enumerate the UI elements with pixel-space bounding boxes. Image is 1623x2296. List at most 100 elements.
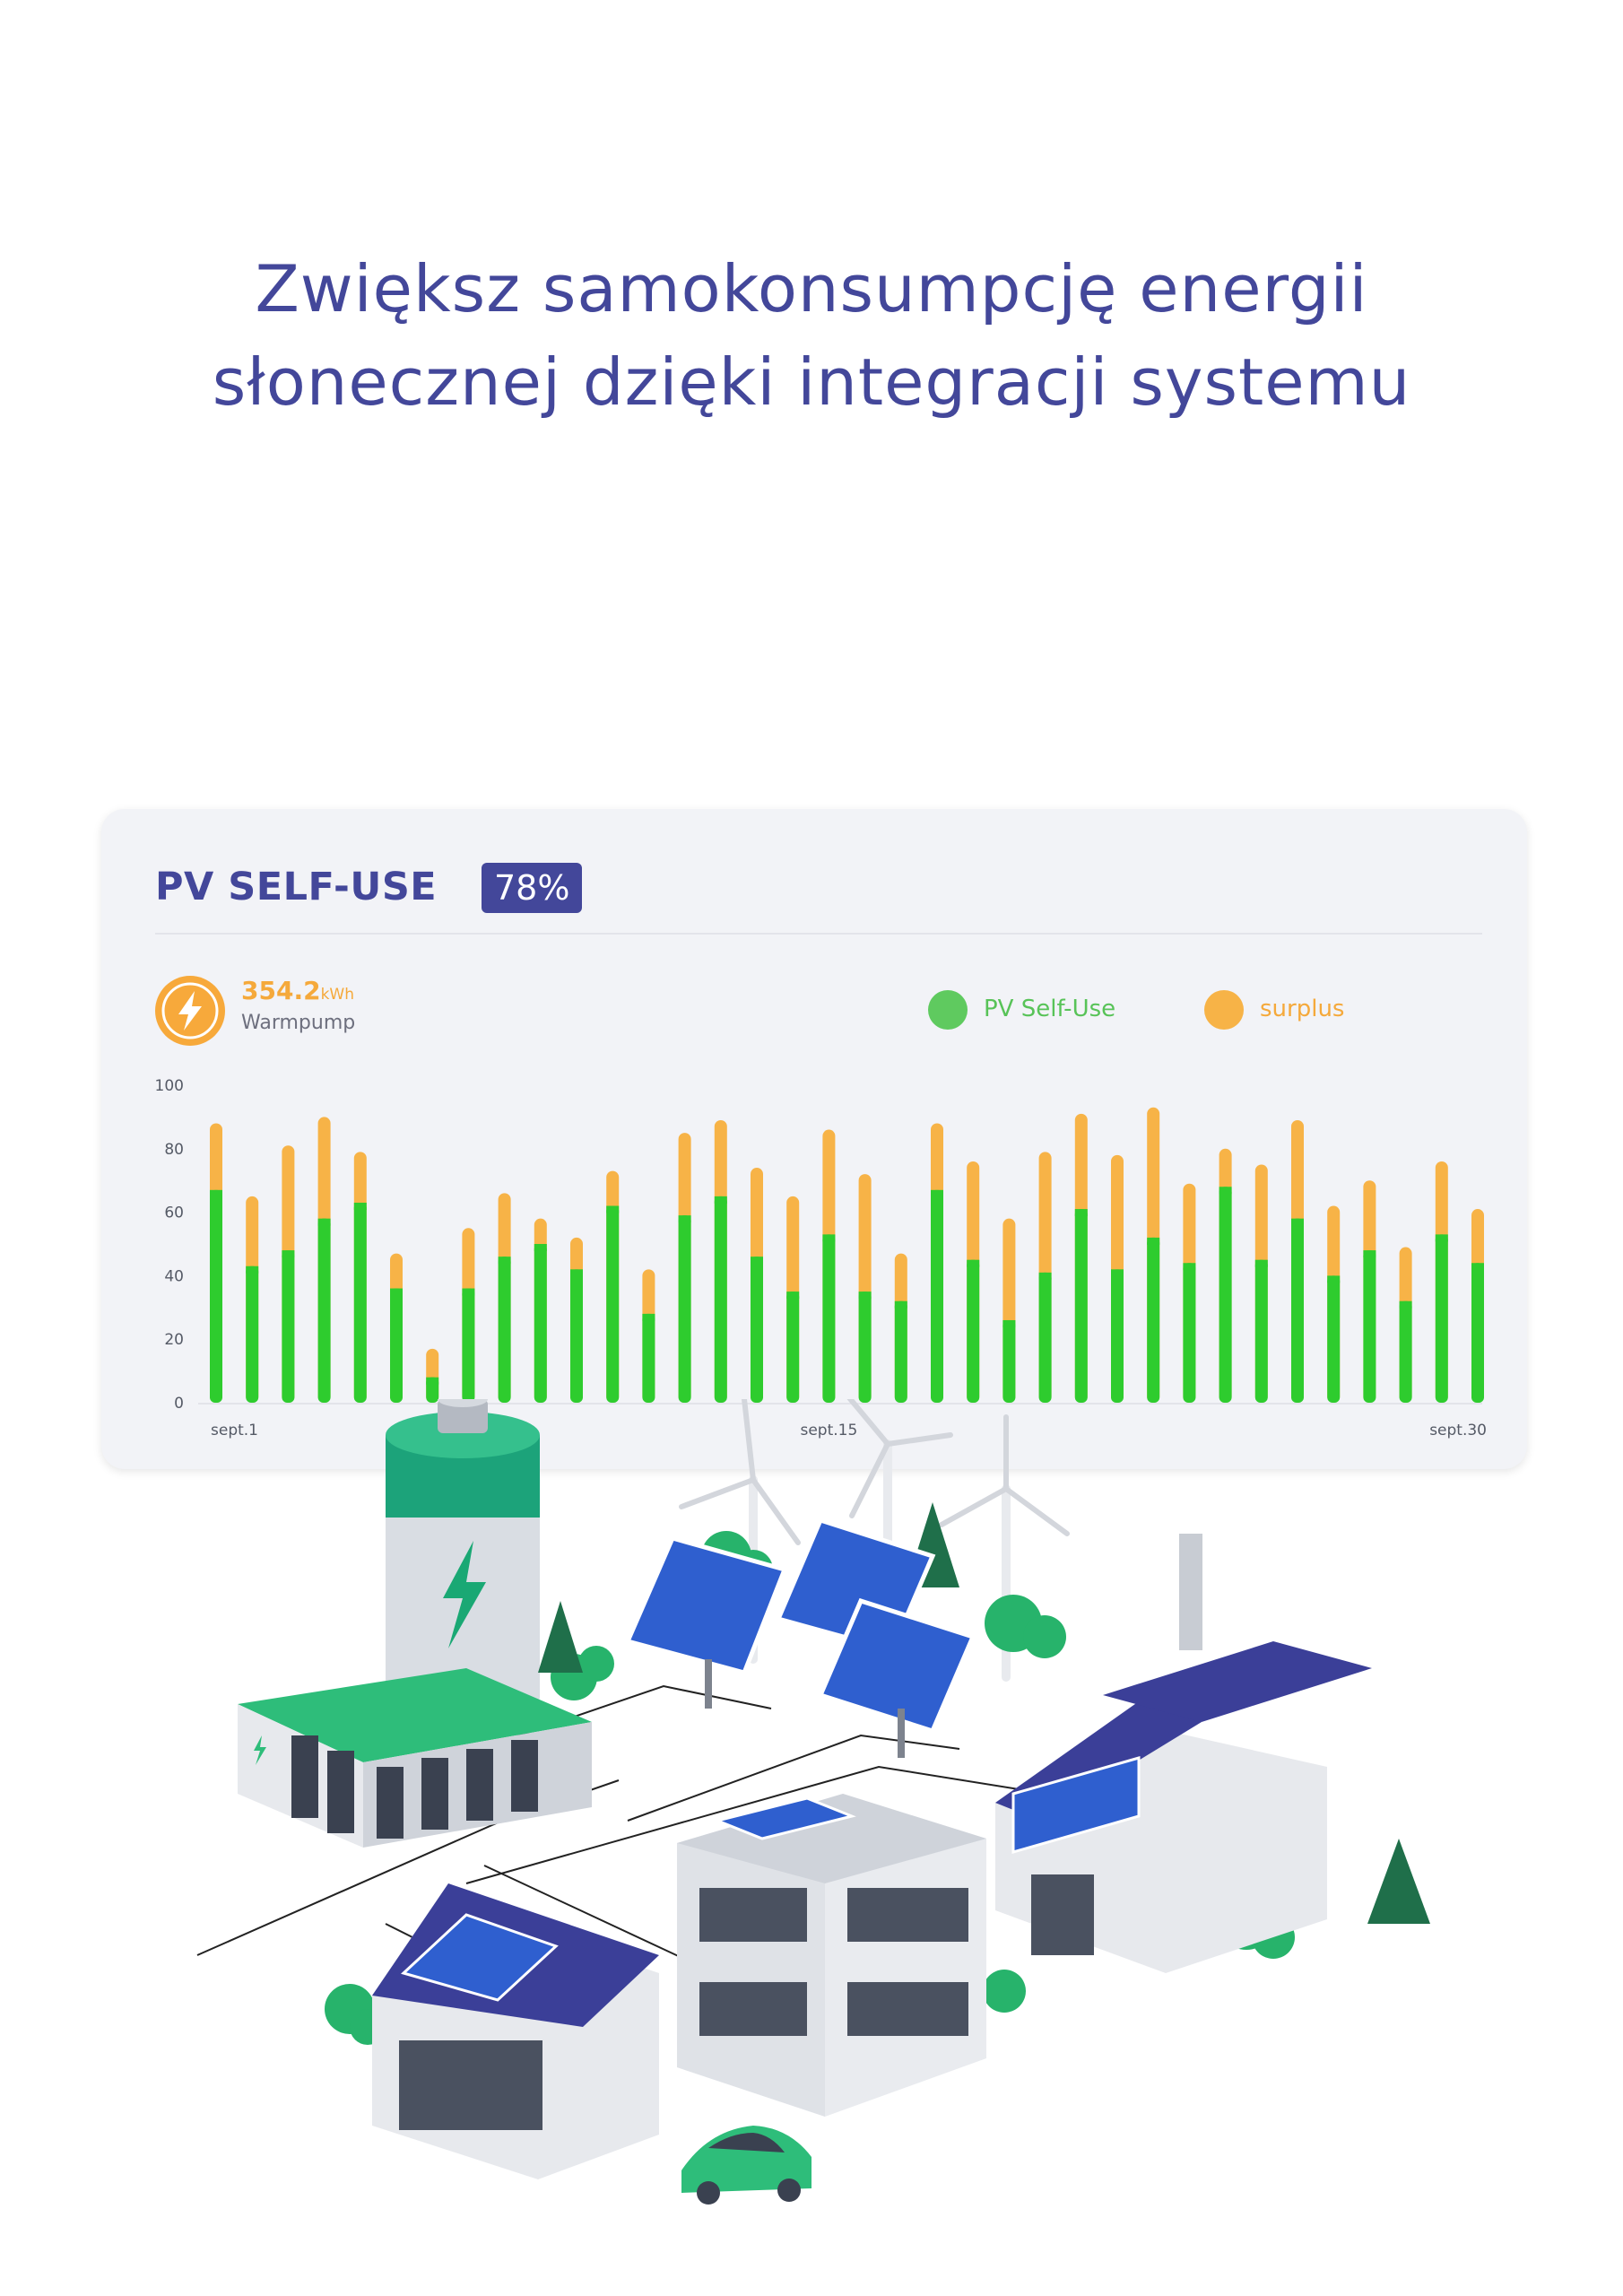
bar-self-use-26 [1147, 1237, 1160, 1403]
bar-self-use-join-7 [462, 1288, 475, 1296]
bar-self-use-7 [462, 1288, 475, 1403]
card-title: PV SELF-USE [155, 865, 438, 909]
energy-label: Warmpump [241, 1012, 356, 1034]
bar-self-use-join-4 [353, 1202, 367, 1210]
bar-self-use-join-27 [1183, 1263, 1196, 1271]
bar-self-use-join-29 [1254, 1259, 1268, 1267]
bar-self-use-16 [786, 1292, 800, 1403]
bar-self-use-20 [931, 1189, 943, 1403]
storage-modules-icon [238, 1668, 592, 1848]
percentage-badge: 78% [482, 863, 583, 913]
x-tick-label-0: sept.1 [211, 1422, 258, 1439]
bar-self-use-join-1 [246, 1265, 259, 1274]
bar-self-use-join-2 [282, 1250, 295, 1258]
bar-self-use-join-3 [317, 1218, 331, 1226]
bar-self-use-33 [1399, 1300, 1412, 1403]
bar-self-use-join-32 [1363, 1250, 1376, 1258]
office-building-icon [677, 1794, 986, 2117]
battery-icon [386, 1399, 540, 1704]
energy-value-number: 354.2 [241, 976, 321, 1005]
bar-self-use-27 [1183, 1263, 1196, 1403]
legend-label-surplus: surplus [1260, 996, 1345, 1022]
bar-self-use-30 [1291, 1218, 1304, 1403]
bar-self-use-join-10 [570, 1269, 583, 1277]
bar-self-use-join-20 [931, 1189, 943, 1197]
bar-self-use-3 [317, 1218, 331, 1403]
factory-icon [995, 1534, 1372, 1973]
bar-self-use-10 [570, 1269, 583, 1403]
bar-self-use-join-0 [210, 1189, 222, 1197]
bar-self-use-13 [678, 1215, 691, 1403]
bar-self-use-12 [642, 1313, 655, 1403]
bar-self-use-join-22 [1002, 1319, 1016, 1327]
bar-self-use-15 [751, 1257, 763, 1403]
legend-swatch-surplus [1204, 990, 1244, 1030]
bar-self-use-join-30 [1291, 1218, 1304, 1226]
bar-self-use-31 [1327, 1275, 1341, 1403]
bar-self-use-22 [1002, 1319, 1016, 1403]
bar-self-use-join-14 [714, 1196, 727, 1204]
bar-self-use-join-15 [751, 1257, 763, 1265]
bar-self-use-join-11 [606, 1205, 620, 1213]
bar-self-use-join-13 [678, 1215, 691, 1223]
bar-self-use-32 [1363, 1250, 1376, 1403]
bar-self-use-18 [858, 1292, 872, 1403]
bar-self-use-join-21 [967, 1259, 980, 1267]
bar-self-use-join-25 [1111, 1269, 1124, 1277]
bar-self-use-9 [534, 1244, 547, 1403]
bar-self-use-25 [1111, 1269, 1124, 1403]
bar-self-use-join-8 [498, 1257, 511, 1265]
pv-self-use-card: 0 20 40 60 80 100 sept.1 sept.15 sept.30 PV SELF… [101, 809, 1527, 1469]
bar-self-use-join-24 [1074, 1209, 1088, 1217]
bar-self-use-join-34 [1435, 1234, 1448, 1242]
bar-self-use-2 [282, 1250, 295, 1403]
bar-self-use-join-18 [858, 1292, 872, 1300]
pv-self-use-chart: 0 20 40 60 80 100 sept.1 sept.15 sept.30 [155, 1077, 1487, 1439]
bar-self-use-0 [210, 1189, 222, 1403]
bar-self-use-join-6 [426, 1377, 439, 1385]
bar-self-use-35 [1471, 1263, 1484, 1403]
bar-self-use-join-12 [642, 1313, 655, 1321]
bar-self-use-join-28 [1219, 1187, 1232, 1195]
bar-self-use-join-16 [786, 1292, 800, 1300]
bar-self-use-28 [1219, 1187, 1232, 1403]
bar-self-use-join-35 [1471, 1263, 1484, 1271]
bar-self-use-11 [606, 1205, 620, 1403]
bar-self-use-23 [1038, 1272, 1052, 1403]
bar-self-use-join-19 [894, 1300, 907, 1309]
bar-self-use-14 [714, 1196, 727, 1403]
bar-self-use-8 [498, 1257, 511, 1403]
bar-self-use-join-9 [534, 1244, 547, 1251]
bar-self-use-34 [1435, 1234, 1448, 1403]
y-tick-label-3: 60 [164, 1205, 184, 1222]
bar-self-use-24 [1074, 1209, 1088, 1403]
bar-self-use-join-17 [822, 1234, 836, 1242]
energy-value-unit: kWh [320, 986, 355, 1004]
headline-line-1: Zwiększ samokonsumpcję energii [255, 251, 1368, 326]
bar-self-use-29 [1254, 1259, 1268, 1403]
bar-self-use-join-26 [1147, 1237, 1160, 1245]
bar-self-use-1 [246, 1265, 259, 1403]
bar-self-use-join-33 [1399, 1300, 1412, 1309]
headline-line-2: słonecznej dzięki integracji systemu [212, 344, 1411, 420]
legend-label-self-use: PV Self-Use [984, 996, 1116, 1022]
lightning-bolt-icon [155, 976, 225, 1046]
bar-self-use-19 [894, 1300, 907, 1403]
energy-system-illustration [196, 1399, 1430, 2205]
solar-panels-icon [624, 1517, 976, 1758]
electric-car-icon [681, 2126, 812, 2205]
header-divider [155, 933, 1482, 935]
y-tick-label-5: 100 [155, 1077, 184, 1095]
x-tick-label-1: sept.15 [800, 1422, 857, 1439]
headline: Zwiększ samokonsumpcję energii słoneczne… [0, 242, 1623, 429]
y-tick-label-0: 0 [174, 1395, 184, 1413]
bar-self-use-join-23 [1038, 1272, 1052, 1280]
bar-self-use-join-31 [1327, 1275, 1341, 1283]
y-tick-label-2: 40 [164, 1267, 184, 1285]
energy-value: 354.2kWh [241, 976, 354, 1005]
bar-self-use-21 [967, 1259, 980, 1403]
y-tick-label-1: 20 [164, 1331, 184, 1349]
bar-self-use-4 [353, 1202, 367, 1403]
y-tick-label-4: 80 [164, 1141, 184, 1159]
x-tick-label-2: sept.30 [1429, 1422, 1487, 1439]
